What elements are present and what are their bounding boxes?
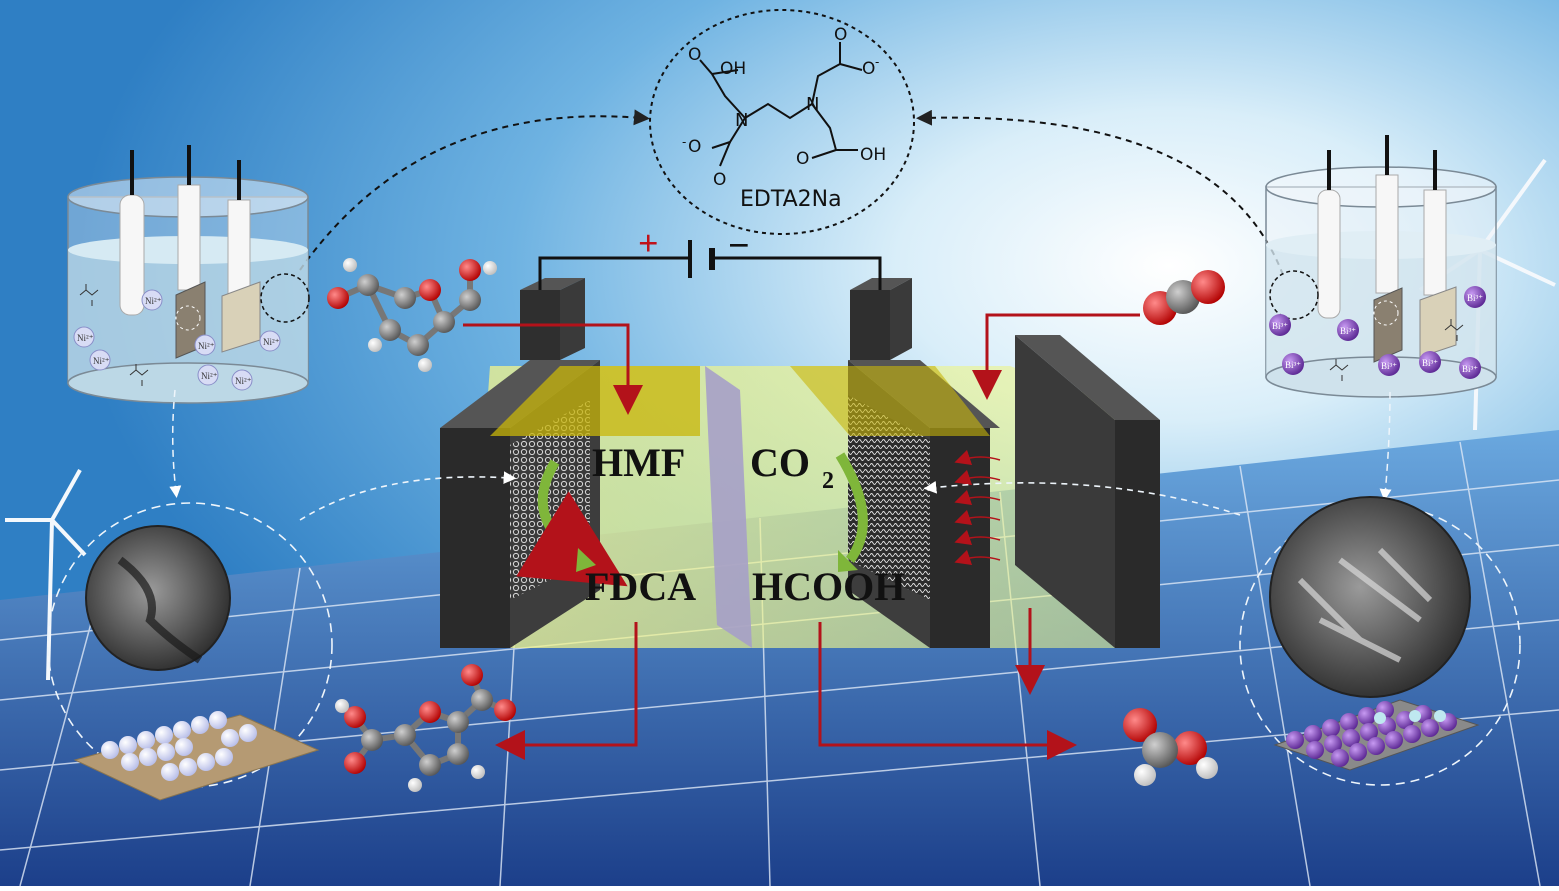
edta-oh-bottom-right: OH — [860, 145, 886, 165]
hmf-molecule — [327, 258, 497, 372]
ni-ion-label: Ni²⁺ — [77, 333, 94, 343]
edta-arrow-left — [299, 109, 650, 271]
edta-o-label: O — [688, 45, 701, 65]
edta-n-left: N — [735, 110, 748, 131]
co2-molecule — [1143, 270, 1225, 325]
cathode-product-label: HCOOH — [752, 564, 905, 609]
edta-dashed-ellipse — [649, 9, 915, 235]
ni-ion-label: Ni²⁺ — [201, 371, 218, 381]
bi-ion-label: Bi³⁺ — [1381, 361, 1397, 371]
ni-sem-image — [85, 525, 231, 671]
power-supply: + − — [538, 223, 882, 290]
cathode-reaction-arrow — [835, 452, 868, 563]
edta-molecules-left — [79, 284, 149, 386]
edta-o-minus-right: O — [862, 59, 875, 79]
right-beaker-to-sem-arrow — [1379, 391, 1392, 501]
edta-o-minus-bottom-sup: - — [682, 135, 686, 149]
left-beaker-to-sem-arrow — [169, 389, 182, 498]
bi-ion-label: Bi³⁺ — [1285, 360, 1301, 370]
bi-ion-label: Bi³⁺ — [1422, 358, 1438, 368]
anode-frame-left — [440, 428, 510, 648]
fdca-outflow-arrow — [495, 622, 638, 760]
cathode-reactant-label: CO — [750, 440, 810, 485]
bi-sem-image — [1269, 496, 1471, 698]
edta-n-right: N — [806, 94, 819, 115]
ni-ion-label: Ni²⁺ — [145, 296, 162, 306]
positive-terminal-sign: + — [638, 223, 659, 263]
bi-ion-label: Bi³⁺ — [1272, 321, 1288, 331]
edta-o-minus-left: O — [688, 137, 701, 157]
ni-atoms-layer — [101, 711, 257, 781]
cathode-frame-right — [930, 428, 990, 648]
bi-ion-label: Bi³⁺ — [1340, 326, 1356, 336]
anode-product-label: FDCA — [585, 564, 696, 609]
edta-name: EDTA2Na — [740, 187, 842, 212]
ni-to-anode-arrow — [299, 471, 517, 521]
left-sem-panel — [47, 502, 333, 801]
co2-inflow-arrow — [972, 313, 1140, 400]
cathode-bi-mesh — [848, 395, 930, 600]
ni-ion-label: Ni²⁺ — [263, 337, 280, 347]
bi-ions: Bi³⁺ Bi³⁺ Bi³⁺ Bi³⁺ Bi³⁺ Bi³⁺ Bi³⁺ — [1269, 286, 1486, 379]
co2-flow-arrows — [954, 449, 1001, 566]
ni-ion-label: Ni²⁺ — [235, 376, 252, 386]
edta-o-bottom-right: O — [796, 149, 809, 169]
gas-chamber-plate — [1115, 420, 1160, 648]
edta-o-minus-sup: - — [875, 55, 879, 69]
hcooh-outflow-arrow — [818, 622, 1077, 760]
edta-molecules-right — [1329, 319, 1464, 381]
bi-ion-label: Bi³⁺ — [1462, 364, 1478, 374]
ni-ions: Ni²⁺ Ni²⁺ Ni²⁺ Ni²⁺ Ni²⁺ Ni²⁺ Ni²⁺ — [73, 289, 281, 391]
ni-ion-label: Ni²⁺ — [93, 356, 110, 366]
hcooh-molecule — [1123, 708, 1218, 786]
bi-to-cathode-arrow — [923, 480, 1241, 516]
membrane — [705, 366, 752, 648]
hmf-inflow-arrow — [463, 323, 643, 415]
electrolytic-cell: HMF CO 2 FDCA HCOOH — [440, 278, 1160, 648]
edta-o-bottom-left: O — [713, 170, 726, 190]
cathode-reactant-subscript: 2 — [822, 468, 834, 494]
right-sem-panel — [1239, 496, 1521, 786]
edta-arrow-right — [916, 109, 1284, 276]
right-beaker: Bi³⁺ Bi³⁺ Bi³⁺ Bi³⁺ Bi³⁺ Bi³⁺ Bi³⁺ — [1265, 135, 1497, 398]
edta-structure: O OH N N O O - O - O O OH EDTA2Na — [649, 9, 915, 235]
ni-ion-label: Ni²⁺ — [198, 341, 215, 351]
anode-reactant-label: HMF — [592, 440, 685, 485]
edta-oh-top-left: OH — [720, 59, 746, 79]
left-beaker: Ni²⁺ Ni²⁺ Ni²⁺ Ni²⁺ Ni²⁺ Ni²⁺ Ni²⁺ — [67, 145, 310, 404]
anode-reaction-arrow — [516, 459, 628, 587]
negative-terminal-sign: − — [728, 225, 750, 267]
bi-atoms-layer — [1286, 701, 1457, 767]
fdca-molecule — [335, 664, 516, 792]
bi-ion-label: Bi³⁺ — [1467, 293, 1483, 303]
edta-o-top-right: O — [834, 25, 847, 45]
